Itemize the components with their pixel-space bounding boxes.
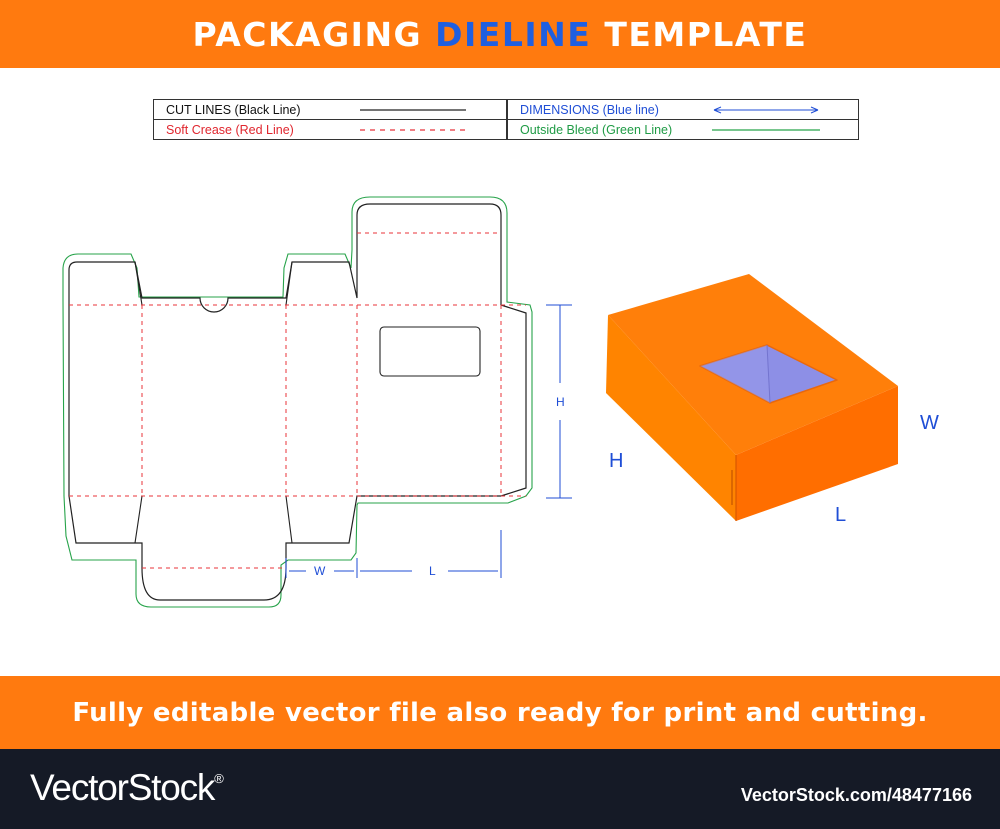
- header-banner: PACKAGING DIELINE TEMPLATE: [0, 0, 1000, 68]
- bleed-outline: [62, 196, 533, 608]
- brand-logo: VectorStock®: [30, 767, 224, 809]
- legend-cut-sample: [356, 99, 507, 120]
- dimension-h-label: H: [556, 395, 565, 409]
- title-accent: DIELINE: [435, 14, 592, 54]
- legend-bleed-sample: [708, 119, 859, 140]
- legend-crease-sample: [356, 119, 507, 140]
- stock-id-link[interactable]: VectorStock.com/48477166: [740, 785, 972, 805]
- box-label-w: W: [920, 412, 939, 434]
- dimension-w-label: W: [314, 564, 326, 578]
- dimension-arrow-icon: [713, 106, 819, 113]
- legend-dimension-sample: [708, 99, 859, 120]
- cut-outline: [68, 203, 527, 601]
- dimension-l-label: L: [429, 564, 436, 578]
- brand-name: VectorStock: [30, 767, 215, 808]
- box-front-face: [736, 386, 898, 521]
- tagline-banner: Fully editable vector file also ready fo…: [0, 676, 1000, 749]
- dimension-wl-marker: [285, 530, 502, 578]
- box-label-l: L: [835, 504, 846, 526]
- legend-dimensions: DIMENSIONS (Blue line): [507, 99, 708, 120]
- tagline-text: Fully editable vector file also ready fo…: [72, 697, 928, 728]
- box-3d-illustration: [606, 274, 898, 521]
- crease-lines: [69, 232, 526, 569]
- title-part-1: PACKAGING: [192, 14, 436, 54]
- legend-table-right: DIMENSIONS (Blue line) Outside Bleed (Gr…: [507, 99, 859, 140]
- legend-cut-lines: CUT LINES (Black Line): [153, 99, 356, 120]
- page-title: PACKAGING DIELINE TEMPLATE: [193, 15, 808, 54]
- footer-bar: VectorStock® VectorStock.com/48477166: [0, 749, 1000, 829]
- legend-outside-bleed: Outside Bleed (Green Line): [507, 119, 708, 140]
- window-cutout: [379, 326, 481, 377]
- legend-table-left: CUT LINES (Black Line) Soft Crease (Red …: [153, 99, 507, 140]
- box-left-face: [606, 315, 736, 521]
- box-label-h: H: [609, 450, 623, 472]
- bleed-line-sample-icon: [712, 128, 820, 131]
- title-part-2: TEMPLATE: [591, 14, 808, 54]
- cut-line-sample-icon: [360, 108, 466, 111]
- registered-mark: ®: [214, 771, 224, 786]
- dieline-diagram: H W L H W L: [62, 196, 939, 608]
- legend-soft-crease: Soft Crease (Red Line): [153, 119, 356, 140]
- dimension-h-marker: [546, 304, 572, 499]
- crease-line-sample-icon: [360, 128, 466, 131]
- cut-internal-lines: [134, 261, 293, 544]
